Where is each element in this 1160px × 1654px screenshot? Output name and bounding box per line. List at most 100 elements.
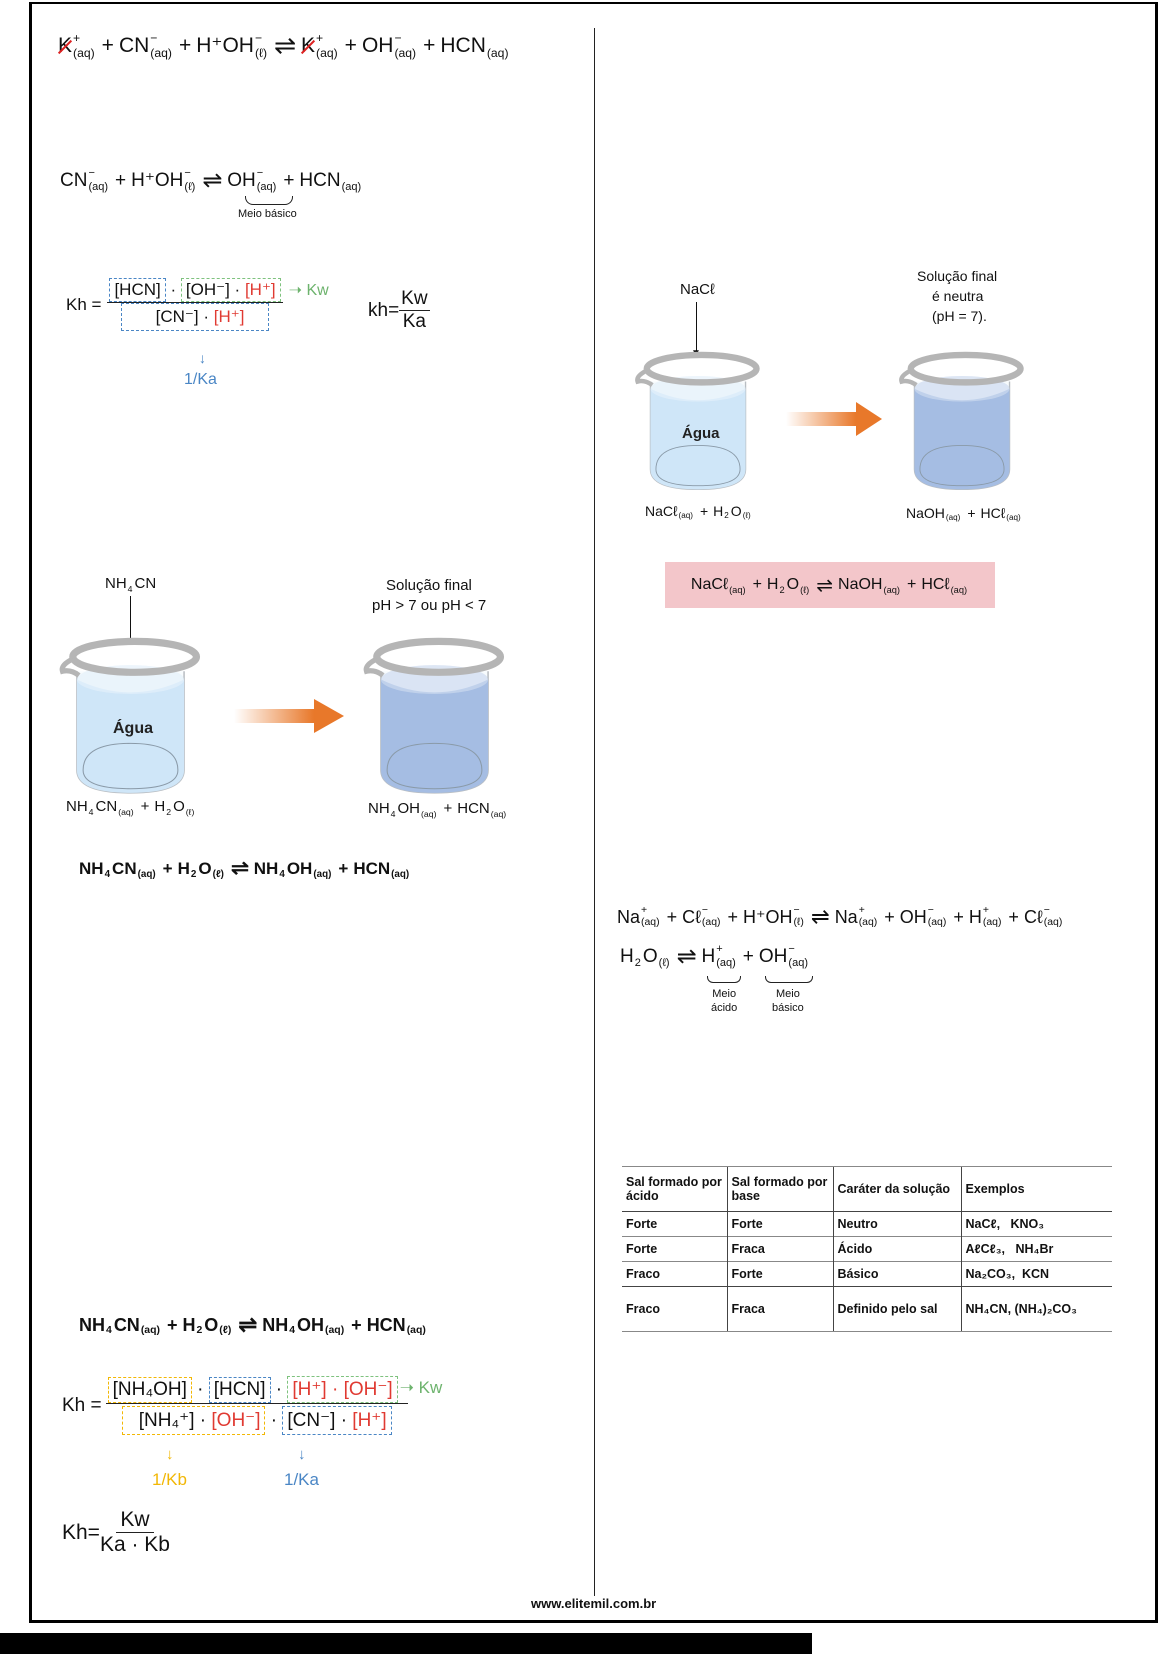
numerator: Kw <box>399 288 430 311</box>
formula-term: CN−(aq) <box>60 168 110 192</box>
formula-base: NH <box>79 1314 105 1335</box>
subscript: 2 <box>724 511 729 521</box>
formula-base: NH <box>66 798 88 816</box>
superscript <box>779 575 784 584</box>
subscript: (aq) <box>73 45 95 60</box>
table-cell: NH₄CN, (NH₄)₂CO₃ <box>960 1286 1112 1332</box>
formula-term: HCN(aq) <box>440 32 510 59</box>
formula-term: CN(aq) <box>112 858 158 880</box>
plus-sign: + <box>953 906 964 927</box>
equilibrium-arrow-icon: ⇌ <box>238 1312 258 1337</box>
superscript <box>1006 504 1020 512</box>
subscript: 2 <box>196 1325 203 1336</box>
kh-numerator: [NH₄OH] · [HCN] · [H⁺] · [OH⁻] <box>105 1376 408 1404</box>
final-solution-neutral: é neutra <box>932 288 984 304</box>
plus-sign: + <box>423 33 436 57</box>
formula-scripts: (aq) <box>679 502 693 520</box>
subscript: (aq) <box>678 511 693 521</box>
formula-scripts: (aq) <box>141 1314 160 1337</box>
plus-sign: + <box>884 906 895 927</box>
formula-base: NaCℓ <box>645 503 678 520</box>
formula-scripts: (aq) <box>342 168 362 192</box>
footer-url[interactable]: www.elitemil.com.br <box>531 1596 657 1611</box>
formula-scripts: (aq) <box>407 1314 426 1337</box>
table-cell: Forte <box>626 1217 658 1231</box>
formula-base: Na <box>834 906 858 927</box>
formula-term: O(ℓ) <box>731 502 753 520</box>
formula-scripts: +(aq) <box>316 31 338 59</box>
formula-term: H+(aq) <box>969 905 1004 929</box>
formula-term: HCN(aq) <box>457 799 508 818</box>
table-cell: Básico <box>832 1261 961 1287</box>
label-line: Meio <box>712 988 737 1000</box>
formula-scripts: (aq) <box>946 504 960 522</box>
formula-scripts: (aq) <box>391 858 409 880</box>
formula-term: O(ℓ) <box>204 1314 233 1337</box>
nacl-added-label: NaCℓ <box>680 281 715 298</box>
kw-annotation: ➝ Kw <box>399 1377 443 1397</box>
formula-term: CN(aq) <box>114 1314 162 1337</box>
formula-scripts: 4 <box>106 1314 112 1337</box>
numerator: Kw <box>116 1508 154 1533</box>
formula-scripts: −(aq) <box>88 168 108 192</box>
formula-scripts: +(aq) <box>716 944 736 968</box>
formula-scripts: +(aq) <box>858 904 878 929</box>
formula-base: HCN <box>299 169 341 191</box>
kh-denominator: [CN⁻] · [H⁺] <box>120 303 270 331</box>
formula-term: OH−(aq) <box>759 944 810 968</box>
formula-base: Cℓ <box>682 906 701 927</box>
superscript: + <box>858 904 865 916</box>
plus-sign: + <box>115 169 127 191</box>
formula-base: HCN <box>353 858 391 878</box>
table-cell: Fraca <box>726 1236 833 1262</box>
formula-scripts: (aq) <box>325 1314 344 1337</box>
formula-term: Na+(aq) <box>617 905 662 929</box>
plus-sign: + <box>283 169 295 191</box>
superscript <box>946 504 960 512</box>
kh-denominator: [NH₄⁺] · [OH⁻] · [CN⁻] · [H⁺] <box>121 1404 392 1435</box>
table-cell: Fraco <box>622 1286 727 1332</box>
nacl-right-caption: NaOH(aq)+HCℓ(aq) <box>906 504 1023 522</box>
brace-icon <box>707 976 741 983</box>
formula-scripts: (ℓ) <box>743 502 751 520</box>
subscript: (aq) <box>313 868 332 880</box>
formula-term: HCN(aq) <box>299 168 363 193</box>
kh-lhs: Kh= <box>62 1520 100 1544</box>
formula-term: OH−(aq) <box>899 905 949 929</box>
formula-scripts: 2 <box>779 575 784 596</box>
formula-base: H⁺OH <box>131 170 184 191</box>
table-cell: Fraco <box>626 1267 661 1281</box>
subscript: (aq) <box>391 868 410 880</box>
superscript <box>166 797 171 806</box>
plus-sign: + <box>338 858 349 878</box>
superscript <box>289 1314 295 1324</box>
kb-group: [NH₄⁺] · [OH⁻] <box>121 1406 266 1435</box>
dot: · <box>234 280 241 299</box>
formula-base: HCN <box>366 1314 406 1335</box>
formula-base: OH <box>899 906 927 927</box>
formula-term: OH(aq) <box>398 799 439 818</box>
formula-term: K+(aq) <box>58 32 97 60</box>
superscript <box>729 575 745 584</box>
subscript: (aq) <box>406 1325 426 1336</box>
formula-scripts: −(ℓ) <box>255 32 267 59</box>
header-cell: Exemplos <box>960 1166 1112 1212</box>
table-cell: Neutro <box>832 1211 961 1237</box>
header-cell: Sal formado por ácido <box>622 1166 727 1212</box>
superscript: + <box>316 31 324 46</box>
subscript: 2 <box>166 806 172 817</box>
denominator: Ka · Kb <box>99 1533 170 1556</box>
subscript: (ℓ) <box>793 917 804 928</box>
kh-numerator: [HCN] · [OH⁻] · [H⁺] <box>107 278 283 303</box>
formula-base: OH <box>361 33 394 57</box>
beaker-water <box>634 336 762 501</box>
formula-scripts: −(aq) <box>394 32 416 59</box>
kw-group: [OH⁻] · [H⁺] <box>180 278 281 302</box>
final-solution-title: Solução final <box>917 268 998 284</box>
